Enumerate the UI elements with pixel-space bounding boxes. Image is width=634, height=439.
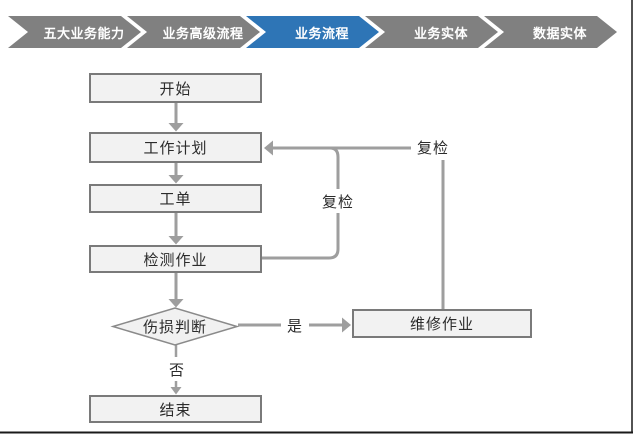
arrowhead-decision-to-repair <box>342 317 351 333</box>
nav-step-data-entity[interactable]: 数据实体 <box>484 16 617 48</box>
edge-label-yes: 是 <box>281 313 309 337</box>
node-inspection-job: 检测作业 <box>89 245 262 273</box>
arrowhead-start-to-workplan <box>168 123 184 132</box>
arrowhead-recheck-to-workplan <box>264 140 273 156</box>
nav-step-label: 业务流程 <box>294 25 349 41</box>
arrowhead-inspection-to-decision <box>168 299 184 308</box>
node-repair-job: 维修作业 <box>352 309 532 338</box>
arrowhead-workorder-to-inspection <box>168 236 184 245</box>
nav-step-label: 业务高级流程 <box>162 25 244 41</box>
arrowhead-decision-to-end <box>170 387 182 395</box>
edge-label-recheck-outer: 复检 <box>411 135 455 160</box>
nav-step-high-level-process[interactable]: 业务高级流程 <box>127 16 260 48</box>
node-start: 开始 <box>89 73 262 103</box>
process-step-nav: 五大业务能力 业务高级流程 业务流程 业务实体 数据实体 <box>0 0 634 64</box>
edge-label-recheck-inner: 复检 <box>317 189 359 213</box>
arrowhead-workplan-to-workorder <box>168 175 184 184</box>
nav-step-label: 五大业务能力 <box>43 25 125 41</box>
node-work-order: 工单 <box>89 184 262 213</box>
nav-step-label: 数据实体 <box>532 25 587 41</box>
nav-step-business-process[interactable]: 业务流程 <box>246 16 379 48</box>
node-end: 结束 <box>89 395 262 423</box>
node-damage-decision: 伤损判断 <box>142 319 207 336</box>
edge-label-no: 否 <box>163 357 191 381</box>
decision-diamond-shape <box>110 307 240 346</box>
node-work-plan: 工作计划 <box>89 132 262 163</box>
edge-recheck-repair-to-workplan <box>273 146 445 309</box>
edge-recheck-inspection-to-workplan <box>262 146 340 260</box>
nav-step-business-capabilities[interactable]: 五大业务能力 <box>8 16 141 48</box>
nav-step-label: 业务实体 <box>413 25 468 41</box>
nav-step-business-entity[interactable]: 业务实体 <box>365 16 498 48</box>
